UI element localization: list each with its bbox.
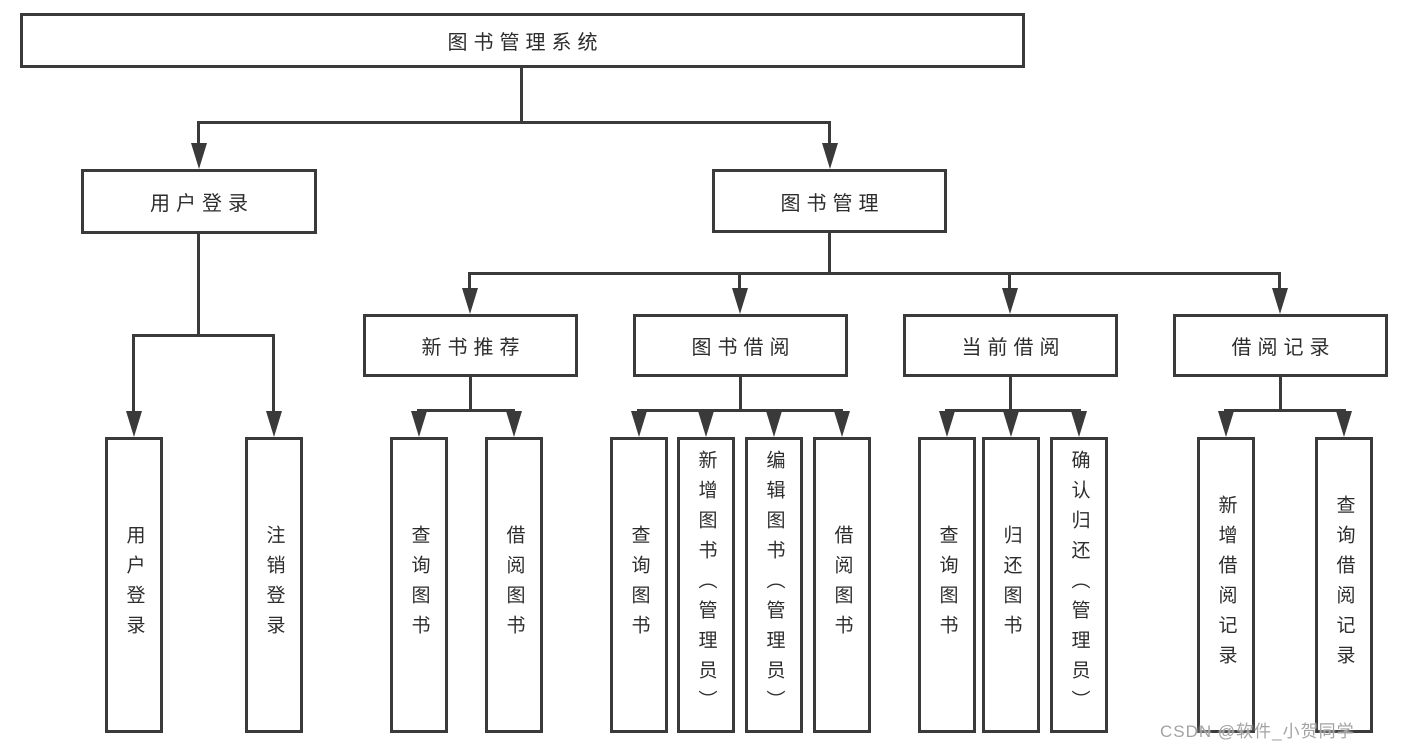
connector-line (739, 377, 742, 410)
arrow-down-icon (266, 411, 282, 437)
arrow-down-icon (1272, 288, 1288, 314)
node-borrow-record: 借阅记录 (1173, 314, 1388, 377)
connector-line (132, 334, 135, 414)
arrow-down-icon (766, 411, 782, 437)
arrow-down-icon (1002, 288, 1018, 314)
arrow-down-icon (1218, 411, 1234, 437)
arrow-down-icon (1336, 411, 1352, 437)
leaf-newbook-borrow-books: 借阅图书 (485, 437, 543, 733)
connector-line (520, 68, 523, 122)
leaf-borrow-add-books-admin: 新增图书（管理员） (677, 437, 735, 733)
leaf-current-confirm-return-admin: 确认归还（管理员） (1050, 437, 1108, 733)
node-current-borrow: 当前借阅 (903, 314, 1118, 377)
node-book-borrow: 图书借阅 (633, 314, 848, 377)
connector-line (637, 409, 843, 412)
leaf-borrow-edit-books-admin: 编辑图书（管理员） (745, 437, 803, 733)
connector-line (1279, 377, 1282, 410)
connector-line (945, 409, 1081, 412)
arrow-down-icon (191, 143, 207, 169)
connector-line (197, 121, 200, 147)
connector-line (1009, 377, 1012, 410)
connector-line (417, 409, 515, 412)
node-new-book-recommend: 新书推荐 (363, 314, 578, 377)
arrow-down-icon (631, 411, 647, 437)
arrow-down-icon (126, 411, 142, 437)
connector-line (1278, 272, 1281, 290)
connector-line (469, 377, 472, 410)
connector-line (1224, 409, 1346, 412)
arrow-down-icon (411, 411, 427, 437)
connector-line (132, 334, 275, 337)
connector-line (1008, 272, 1011, 290)
connector-line (468, 272, 471, 290)
leaf-current-query-books: 查询图书 (918, 437, 976, 733)
arrow-down-icon (462, 288, 478, 314)
leaf-record-query-borrow-record: 查询借阅记录 (1315, 437, 1373, 733)
connector-line (828, 121, 831, 147)
arrow-down-icon (732, 288, 748, 314)
connector-line (738, 272, 741, 290)
connector-line (468, 272, 1281, 275)
leaf-logout: 注销登录 (245, 437, 303, 733)
arrow-down-icon (506, 411, 522, 437)
leaf-borrow-borrow-books: 借阅图书 (813, 437, 871, 733)
arrow-down-icon (1003, 411, 1019, 437)
leaf-current-return-books: 归还图书 (982, 437, 1040, 733)
leaf-user-login: 用户登录 (105, 437, 163, 733)
leaf-borrow-query-books: 查询图书 (610, 437, 668, 733)
connector-line (272, 334, 275, 414)
arrow-down-icon (698, 411, 714, 437)
arrow-down-icon (1071, 411, 1087, 437)
leaf-record-add-borrow-record: 新增借阅记录 (1197, 437, 1255, 733)
connector-line (828, 233, 831, 274)
arrow-down-icon (822, 143, 838, 169)
connector-line (197, 121, 831, 124)
node-root-library-system: 图书管理系统 (20, 13, 1025, 68)
leaf-newbook-query-books: 查询图书 (390, 437, 448, 733)
node-user-login: 用户登录 (81, 169, 317, 234)
node-book-management: 图书管理 (712, 169, 947, 233)
arrow-down-icon (939, 411, 955, 437)
arrow-down-icon (834, 411, 850, 437)
connector-line (197, 234, 200, 335)
csdn-watermark: CSDN @软件_小贺同学 (1160, 722, 1355, 741)
